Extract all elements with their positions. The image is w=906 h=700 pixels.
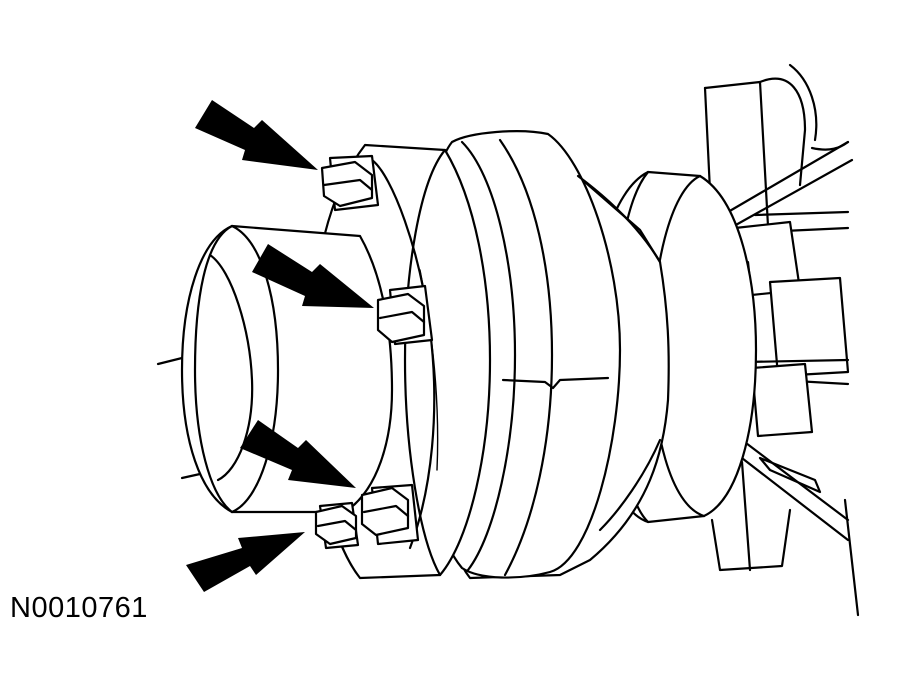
bolt-top <box>320 154 380 212</box>
figure-code: N0010761 <box>10 592 148 624</box>
arrow-icon <box>252 244 374 308</box>
bolt-lower <box>360 483 420 546</box>
arrow-icon <box>240 420 356 488</box>
bolt-middle <box>376 284 434 346</box>
arrow-icon <box>186 532 305 592</box>
arrow-icon <box>195 100 318 170</box>
bolt-bottom <box>314 501 360 550</box>
